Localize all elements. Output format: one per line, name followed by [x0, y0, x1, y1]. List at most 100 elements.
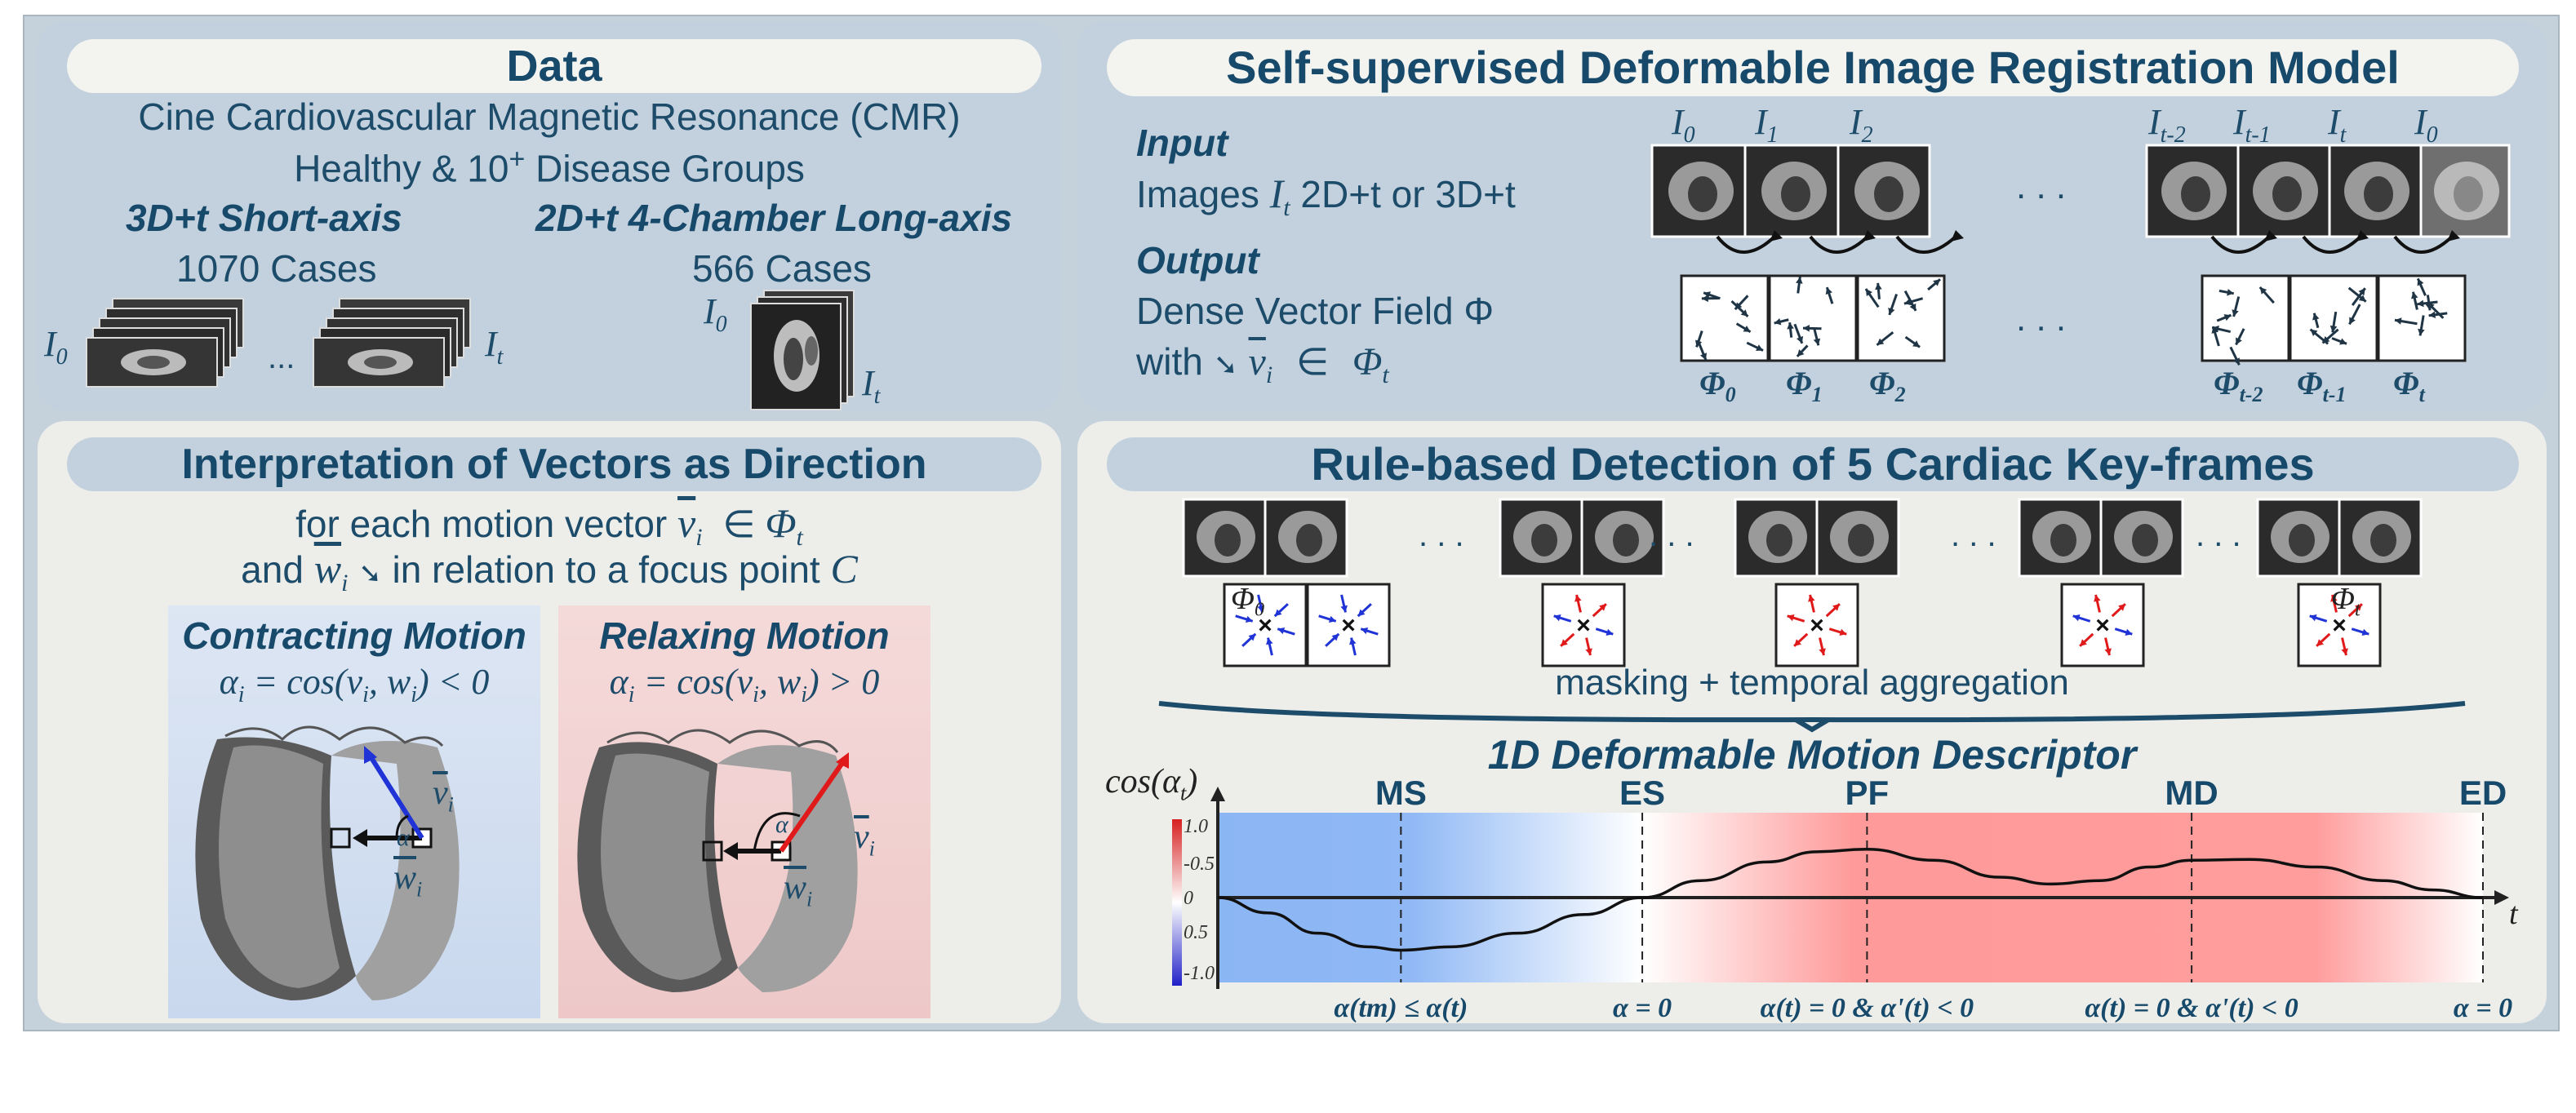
keyframe-chamber — [2132, 524, 2158, 556]
keyframe-chamber — [1215, 524, 1241, 556]
field-label-base: Φ — [1869, 365, 1895, 401]
image-label-sub: 1 — [1767, 122, 1779, 148]
field-label-base: Φ — [2297, 365, 2323, 401]
y-tick-label: 0 — [1184, 888, 1193, 909]
short-axis-title: 3D+t Short-axis — [126, 196, 402, 240]
contract-w-label: wi — [393, 858, 422, 902]
field-label-sub: 1 — [1812, 383, 1823, 406]
x-axis-arrow — [2494, 890, 2509, 905]
vector-fields-right — [2202, 276, 2465, 362]
short-axis-cases: 1070 Cases — [176, 246, 377, 290]
kf-dots-3: . . . — [1951, 517, 1996, 554]
kf-dots-4: . . . — [2196, 517, 2241, 554]
image-sequence-left — [1652, 145, 1930, 276]
y-tick-label: -0.5 — [1184, 854, 1215, 875]
keyframe-fields: ×××××× — [1184, 581, 2457, 671]
masking-text: masking + temporal aggregation — [1077, 663, 2547, 703]
sa-it-label: It — [485, 323, 503, 370]
image-label-sub: 0 — [2427, 122, 2438, 148]
motion-descriptor-chart: 1.0-0.500.5-1.0tMSα(tm) ≤ α(t)ESα = 0PFα… — [1077, 780, 2547, 1025]
registration-panel: Self-supervised Deformable Image Registr… — [1077, 21, 2547, 411]
field-label-sub: t-1 — [2323, 383, 2347, 406]
data-title: Data — [67, 39, 1042, 93]
focus-point-icon: × — [1341, 612, 1356, 639]
field-label: Φt-1 — [2297, 364, 2346, 407]
field-label: Φt-2 — [2214, 364, 2263, 407]
keyframe-rule: α = 0 — [2454, 993, 2512, 1023]
image-label: I1 — [1755, 101, 1779, 149]
relax-v-label: vi — [854, 818, 875, 861]
image-label: I0 — [2414, 101, 2438, 149]
keyframe-rule: α = 0 — [1613, 993, 1672, 1023]
output-label: Output — [1136, 238, 1259, 282]
contracting-title: Contracting Motion — [168, 614, 540, 658]
image-label-base: I — [1672, 102, 1684, 142]
la-it-label: It — [862, 362, 880, 410]
image-label-base: I — [1755, 102, 1767, 142]
image-dots: . . . — [2016, 166, 2066, 207]
contracting-equation: αi = cos(vi, wi) < 0 — [168, 661, 540, 708]
keyframe-chamber — [1613, 524, 1639, 556]
data-line-1: Cine Cardiovascular Magnetic Resonance (… — [38, 95, 1061, 139]
small-arrow-icon: ➘ — [1214, 348, 1238, 381]
brace-icon — [1159, 698, 2465, 731]
sa-stack-left — [80, 299, 251, 397]
image-label-sub: 2 — [1862, 122, 1873, 148]
keyframe-rule: α(t) = 0 & α'(t) < 0 — [1761, 993, 1974, 1023]
contracting-heart — [168, 707, 540, 1017]
keyframe-chamber — [2289, 524, 2315, 556]
y-tick-label: 0.5 — [1184, 922, 1208, 943]
kf-phi0: Φ0 — [1231, 581, 1264, 622]
sa-stack-right — [307, 299, 478, 397]
sa-dots: ... — [268, 339, 295, 376]
vector-field-box — [2202, 276, 2289, 361]
contract-alpha: α — [397, 824, 410, 852]
interpretation-panel: Interpretation of Vectors as Direction f… — [38, 421, 1061, 1023]
keyframe-label: ED — [2459, 774, 2507, 812]
interpretation-title: Interpretation of Vectors as Direction — [67, 437, 1042, 491]
rule-panel: Rule-based Detection of 5 Cardiac Key-fr… — [1077, 421, 2547, 1023]
relaxing-title: Relaxing Motion — [558, 614, 930, 658]
data-line-2: Healthy & 10+ Disease Groups — [38, 144, 1061, 190]
keyframe-chamber — [2370, 524, 2396, 556]
keyframe-chamber — [1848, 524, 1874, 556]
field-label: Φt — [2393, 364, 2425, 407]
colorbar — [1172, 819, 1182, 986]
field-label-sub: 2 — [1895, 383, 1906, 406]
keyframe-label: MS — [1375, 774, 1427, 812]
kf-dots-2: . . . — [1649, 517, 1694, 554]
contract-v-label: vi — [433, 774, 454, 817]
keyframe-label: ES — [1619, 774, 1665, 812]
image-label: It-1 — [2233, 101, 2271, 149]
input-label: Input — [1136, 121, 1228, 165]
kf-dots-1: . . . — [1419, 517, 1464, 554]
keyframe-chamber — [1531, 524, 1557, 556]
image-label-sub: t-1 — [2245, 122, 2271, 148]
small-arrow-icon: ➘ — [358, 558, 382, 589]
image-sequence-right — [2147, 145, 2509, 276]
field-label: Φ0 — [1699, 364, 1736, 407]
la-stack — [748, 290, 862, 413]
descriptor-title: 1D Deformable Motion Descriptor — [1077, 731, 2547, 778]
image-label-base: I — [2328, 102, 2340, 142]
output-with: with ➘ vi ∈ Φt — [1136, 339, 1389, 389]
field-label-base: Φ — [1786, 365, 1812, 401]
rule-title: Rule-based Detection of 5 Cardiac Key-fr… — [1107, 437, 2519, 491]
sa-i0-label: I0 — [44, 323, 68, 370]
focus-point-icon: × — [1576, 612, 1591, 639]
y-tick-label: -1.0 — [1184, 963, 1215, 984]
focus-point-icon: × — [1810, 612, 1824, 639]
long-axis-cases: 566 Cases — [692, 246, 872, 290]
y-axis-arrow — [1210, 787, 1225, 801]
vector-field-box — [1858, 276, 1944, 361]
keyframe-chamber — [2050, 524, 2076, 556]
image-label-sub: t-2 — [2161, 122, 2186, 148]
field-label-sub: 0 — [1725, 383, 1736, 406]
relaxing-equation: αi = cos(vi, wi) > 0 — [558, 661, 930, 708]
keyframe-label: MD — [2165, 774, 2218, 812]
keyframe-chamber — [1766, 524, 1792, 556]
vector-fields-left — [1681, 276, 1944, 362]
vector-field-box — [1770, 276, 1856, 361]
x-axis-label: t — [2509, 897, 2519, 931]
field-dots: . . . — [2016, 299, 2066, 339]
